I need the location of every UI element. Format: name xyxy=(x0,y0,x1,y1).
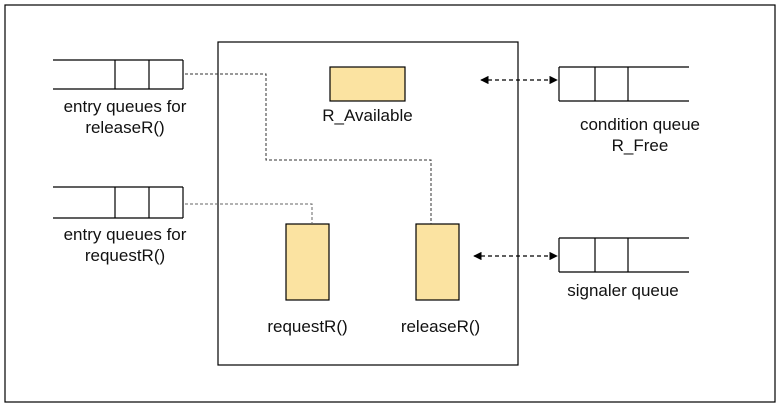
request-procedure-label: requestR() xyxy=(267,317,348,336)
condition-queue-label-line2: R_Free xyxy=(611,136,669,155)
condition-queue-label: condition queue R_Free xyxy=(560,114,720,156)
entry-queue-request-label-line1: entry queues for xyxy=(63,225,187,244)
entry-queue-release-label-line2: releaseR() xyxy=(85,118,165,137)
request-procedure-box xyxy=(285,223,330,301)
entry-queue-release-label: entry queues for releaseR() xyxy=(40,96,210,138)
signaler-queue-label: signaler queue xyxy=(567,281,679,300)
request-entry-connector xyxy=(185,203,313,224)
r-available-box xyxy=(329,66,406,102)
signaler-queue xyxy=(558,237,689,273)
release-procedure-label: releaseR() xyxy=(400,317,481,336)
condition-queue xyxy=(558,66,689,102)
entry-queue-request-label: entry queues for requestR() xyxy=(40,224,210,266)
entry-queue-request xyxy=(53,186,184,219)
outer-frame xyxy=(4,4,776,403)
condition-queue-label-line1: condition queue xyxy=(579,115,701,134)
release-entry-connector xyxy=(185,73,432,224)
r-available-label: R_Available xyxy=(322,106,413,125)
entry-queue-request-label-line2: requestR() xyxy=(84,246,166,265)
entry-queue-release-label-line1: entry queues for xyxy=(63,97,187,116)
entry-queue-release xyxy=(53,59,184,90)
release-procedure-box xyxy=(415,223,460,301)
